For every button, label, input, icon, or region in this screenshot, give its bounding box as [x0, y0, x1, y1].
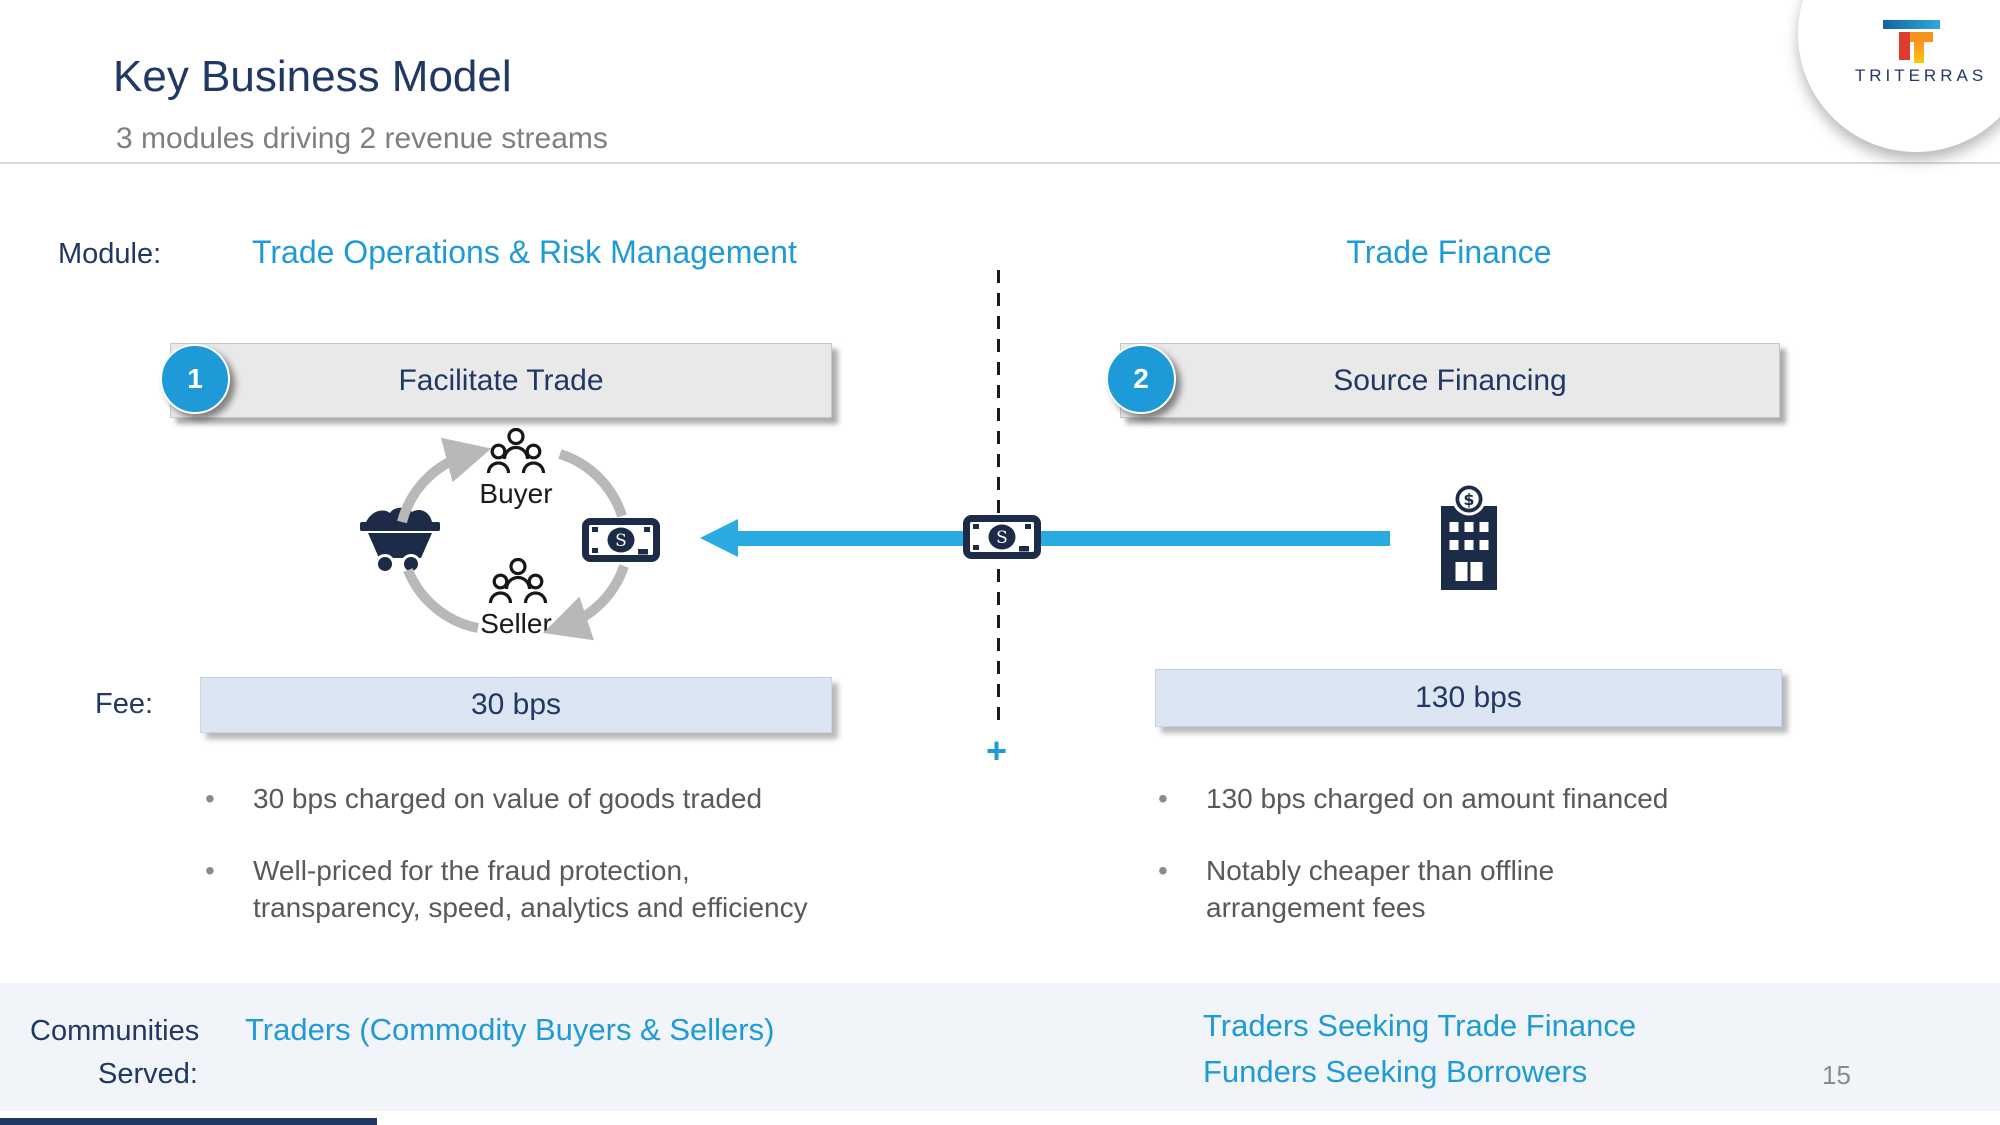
- page-subtitle: 3 modules driving 2 revenue streams: [116, 122, 608, 155]
- communities-line2: Served:: [98, 1058, 198, 1090]
- communities-band: [0, 983, 2000, 1111]
- fee-label: Fee:: [95, 688, 154, 720]
- step-box-source-financing: Source Financing: [1120, 343, 1780, 418]
- svg-text:S: S: [996, 528, 1008, 548]
- money-icon: S: [963, 515, 1041, 559]
- communities-left: Traders (Commodity Buyers & Sellers): [245, 1012, 775, 1047]
- bullet-text: 30 bps charged on value of goods traded: [253, 783, 763, 814]
- communities-line1: Communities: [30, 1015, 200, 1047]
- module-label: Module:: [58, 238, 162, 270]
- svg-text:$: $: [1463, 490, 1474, 509]
- bullet-text: 130 bps charged on amount financed: [1206, 783, 1669, 814]
- fee-value: 30 bps: [470, 688, 562, 721]
- bullet-item: • 30 bps charged on value of goods trade…: [205, 780, 905, 817]
- fee-box-left: 30 bps: [200, 677, 832, 733]
- module-name-right: Trade Finance: [1346, 234, 1552, 270]
- step-number-badge-1: 1: [160, 344, 230, 414]
- bullet-item: • 130 bps charged on amount financed: [1158, 780, 1798, 817]
- step-number: 2: [1133, 363, 1149, 394]
- step-box-facilitate-trade: Facilitate Trade: [170, 343, 832, 418]
- communities-right: Traders Seeking Trade Finance Funders Se…: [1203, 1003, 1636, 1095]
- buyer-label: Buyer: [479, 478, 553, 509]
- logo-t-icon: [1914, 42, 1924, 63]
- bullet-text: Well-priced for the fraud protection, tr…: [253, 855, 808, 923]
- buyer-group-icon: [486, 428, 546, 474]
- logo-wordmark: TRITERRAS: [1854, 66, 1988, 85]
- financing-arrow: [1040, 531, 1390, 546]
- financing-arrowhead: [700, 519, 738, 557]
- bullet-dot: •: [205, 783, 215, 814]
- svg-text:S: S: [615, 531, 627, 551]
- bottom-accent-bar: [0, 1118, 377, 1125]
- communities-right-line1: Traders Seeking Trade Finance: [1203, 1008, 1637, 1043]
- logo-t-icon: [1883, 20, 1940, 29]
- fee-value: 130 bps: [1415, 681, 1522, 714]
- bullet-dot: •: [1158, 855, 1168, 886]
- step-number: 1: [187, 363, 203, 394]
- communities-right-line2: Funders Seeking Borrowers: [1203, 1054, 1588, 1089]
- logo-t-icon: [1899, 32, 1910, 60]
- bullet-item: • Notably cheaper than offline arrangeme…: [1158, 852, 1798, 926]
- bullet-dot: •: [1158, 783, 1168, 814]
- step-title: Source Financing: [1333, 363, 1567, 397]
- bullet-text: Notably cheaper than offline arrangement…: [1206, 855, 1555, 923]
- step-title: Facilitate Trade: [398, 363, 604, 397]
- fee-box-right: 130 bps: [1155, 669, 1782, 727]
- trade-cycle-arrows-icon: [397, 437, 629, 641]
- vertical-dashed-divider: [997, 270, 1000, 722]
- money-icon: S: [582, 518, 660, 562]
- seller-label: Seller: [480, 608, 552, 639]
- step-number-badge-2: 2: [1106, 344, 1176, 414]
- logo-t-icon: [1910, 32, 1933, 42]
- bank-building-icon: $: [1441, 482, 1497, 590]
- communities-served-label: Communities Served:: [30, 1010, 200, 1096]
- module-name-left: Trade Operations & Risk Management: [252, 234, 797, 270]
- page-title: Key Business Model: [113, 52, 512, 101]
- header-divider: [0, 162, 2000, 164]
- bullet-item: • Well-priced for the fraud protection, …: [205, 852, 905, 926]
- financing-arrow: [736, 531, 966, 546]
- plus-sign: +: [986, 730, 1008, 771]
- page-number: 15: [1822, 1060, 1851, 1090]
- bullet-dot: •: [205, 855, 215, 886]
